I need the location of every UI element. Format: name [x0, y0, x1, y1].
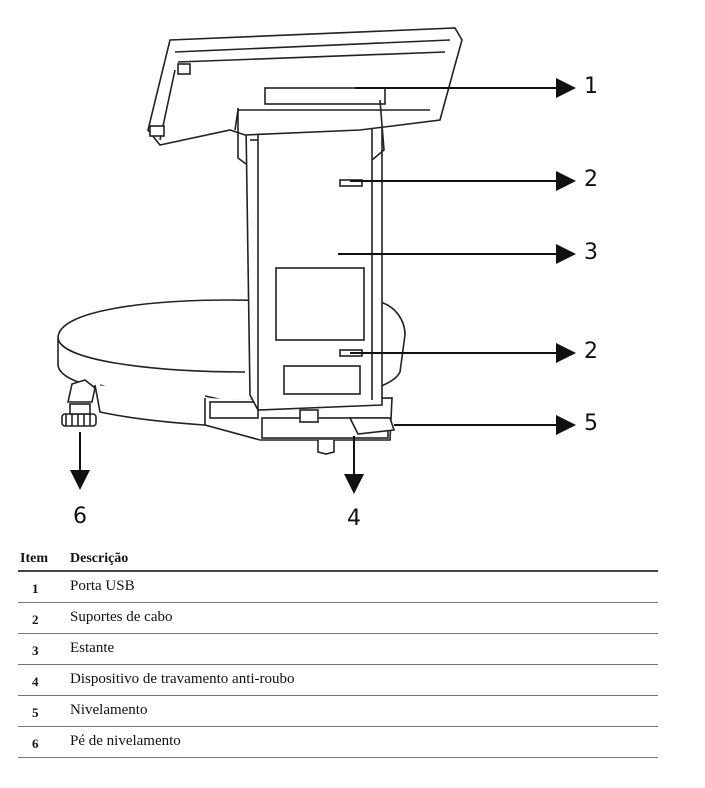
column	[245, 117, 383, 411]
row-description: Estante	[70, 640, 115, 656]
row-item-number: 5	[32, 705, 39, 720]
callout-label-2a: 2	[584, 167, 598, 192]
callout-label-3: 3	[584, 240, 598, 265]
callout-label-1: 1	[584, 74, 598, 99]
table-row: 6 Pé de nivelamento	[18, 727, 658, 758]
row-description: Nivelamento	[70, 702, 148, 718]
row-item-number: 1	[32, 581, 39, 596]
table-row: 4 Dispositivo de travamento anti-roubo	[18, 665, 658, 696]
callout-label-6: 6	[73, 504, 87, 529]
anti-theft-lock	[299, 409, 396, 455]
table-row: 2 Suportes de cabo	[18, 603, 658, 634]
table-header: Item Descrição	[18, 548, 658, 572]
scale-diagram	[57, 27, 576, 494]
row-item-number: 4	[32, 674, 39, 689]
row-description: Pé de nivelamento	[70, 733, 181, 749]
leveling-foot	[61, 379, 97, 427]
row-description: Porta USB	[70, 578, 135, 594]
callout-label-2b: 2	[584, 339, 598, 364]
row-item-number: 2	[32, 612, 39, 627]
callout-arrows	[70, 78, 576, 494]
table-row: 1 Porta USB	[18, 572, 658, 603]
row-description: Suportes de cabo	[70, 609, 173, 625]
header-description: Descrição	[70, 551, 129, 566]
row-item-number: 6	[32, 736, 39, 751]
parts-table: Item Descrição 1 Porta USB 2 Suportes de…	[18, 548, 658, 758]
header-item: Item	[20, 551, 48, 566]
row-description: Dispositivo de travamento anti-roubo	[70, 671, 295, 687]
display-head	[147, 27, 463, 165]
row-item-number: 3	[32, 643, 39, 658]
callout-label-5: 5	[584, 411, 598, 436]
table-row: 3 Estante	[18, 634, 658, 665]
callout-label-4: 4	[347, 506, 361, 531]
table-row: 5 Nivelamento	[18, 696, 658, 727]
